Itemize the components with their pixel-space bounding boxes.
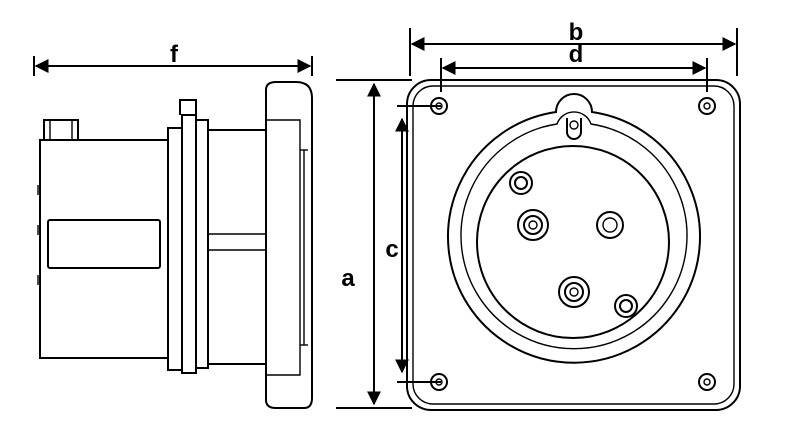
socket-outer-ring (447, 93, 701, 364)
pin-small-bottom-right (614, 294, 638, 318)
key-slot (566, 118, 582, 140)
socket-inner-ring (460, 111, 688, 350)
socket-face (476, 145, 670, 339)
flange-tab (179, 99, 197, 115)
dim-b-label: b (569, 19, 584, 46)
neck (207, 129, 267, 365)
pin-large-left (517, 209, 549, 241)
rear-latch (43, 119, 79, 140)
flange-ring (181, 114, 197, 374)
dim-c-label: c (385, 236, 398, 263)
dim-f-label: f (170, 41, 179, 68)
screw-hole-bottom-right (698, 373, 716, 391)
dim-a-label: a (341, 265, 355, 292)
dim-d-label: d (569, 41, 584, 68)
front-view: b d a c (336, 19, 741, 411)
collar-ring (167, 127, 183, 371)
pin-right (596, 211, 624, 239)
rear-body (39, 139, 169, 359)
pin-small-top-left (509, 171, 533, 195)
side-window (47, 219, 161, 269)
front-plate-inner (412, 85, 735, 405)
screw-hole-top-right (698, 97, 716, 115)
pin-large-bottom (558, 276, 590, 308)
side-view: f (33, 41, 313, 409)
front-cover (265, 81, 313, 409)
